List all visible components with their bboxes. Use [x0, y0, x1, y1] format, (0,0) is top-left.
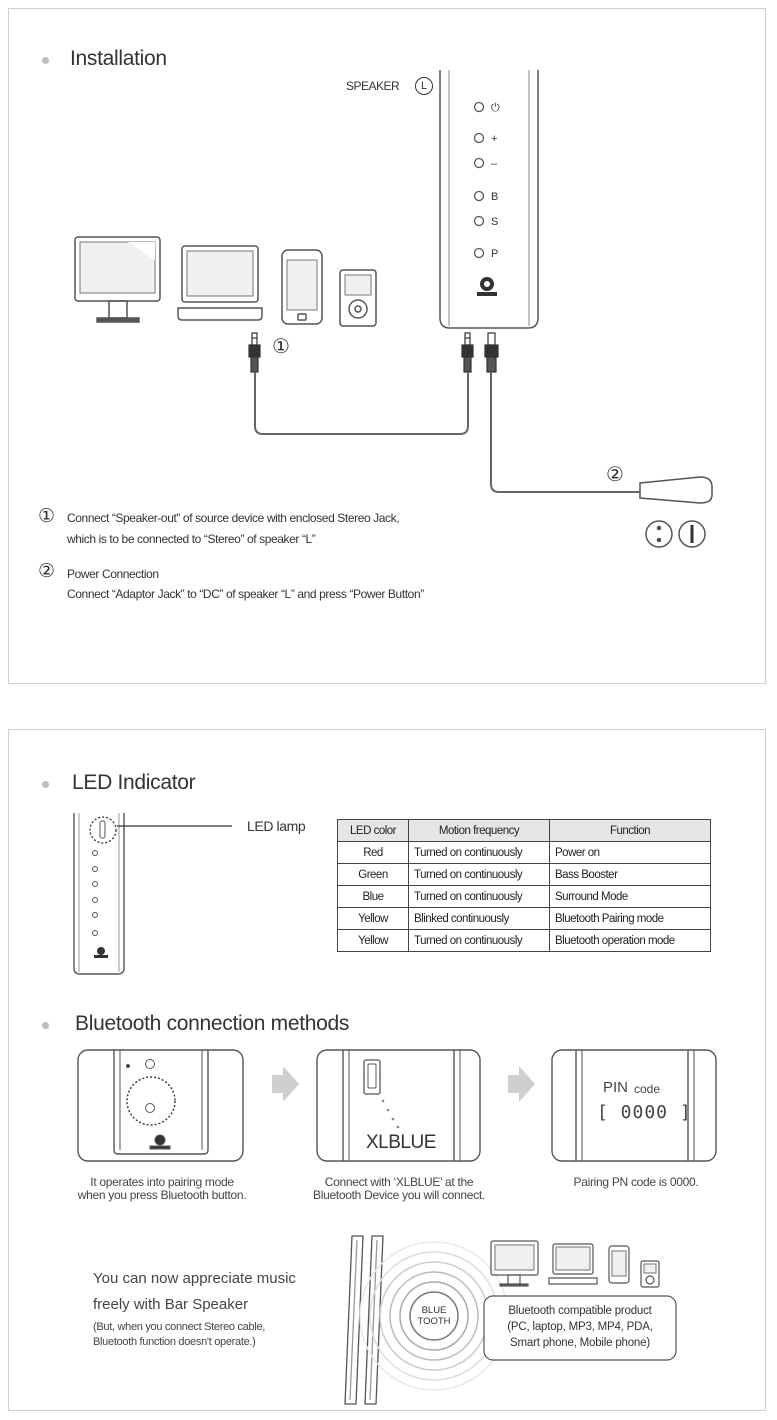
- note-line2: Bluetooth function doesn't operate.): [93, 1336, 256, 1348]
- power-cable: [490, 372, 640, 493]
- speaker-side-badge: L: [415, 77, 433, 95]
- jack-marker-1: ①: [272, 336, 290, 358]
- speaker-button-label: S: [491, 216, 498, 228]
- step2-line1: Power Connection: [67, 567, 159, 581]
- mp3-player-icon: [339, 269, 377, 327]
- enjoy-line2: freely with Bar Speaker: [93, 1296, 249, 1313]
- caption2-line2: Bluetooth Device you will connect.: [313, 1188, 485, 1202]
- speaker-button-label: +: [491, 133, 497, 145]
- cell-function: Bluetooth operation mode: [549, 929, 711, 952]
- table-row: Blue Turned on continuously Surround Mod…: [337, 885, 711, 908]
- speaker-label: SPEAKER: [346, 79, 400, 93]
- pin-code-value: [ 0000 ]: [597, 1102, 692, 1123]
- monitor-icon: [74, 236, 161, 323]
- logo-line1: BLUE: [421, 1305, 447, 1316]
- compat-box: [483, 1295, 677, 1361]
- led-table: LED color Motion frequency Function Red …: [337, 819, 711, 952]
- cell-motion: Turned on continuously: [408, 929, 550, 952]
- speaker-button-label: –: [491, 158, 498, 170]
- installation-panel: [8, 8, 766, 684]
- laptop-icon: [177, 245, 263, 321]
- speaker-button-label: P: [491, 248, 498, 260]
- cell-color: Yellow: [337, 907, 409, 930]
- table-row: Red Turned on continuously Power on: [337, 841, 711, 864]
- bar-speaker-illustration: [344, 1235, 384, 1405]
- step1-number: ①: [38, 506, 56, 527]
- cell-motion: Turned on continuously: [408, 841, 550, 864]
- speaker-body: [439, 70, 539, 329]
- small-monitor-icon: [490, 1240, 539, 1287]
- enjoy-line1: You can now appreciate music: [93, 1270, 296, 1287]
- section-bullet: [42, 57, 49, 64]
- compat-line1: Bluetooth compatible product: [508, 1305, 652, 1317]
- small-phone-icon: [608, 1245, 630, 1284]
- step2-line2: Connect “Adaptor Jack” to “DC” of speake…: [67, 587, 424, 601]
- step2-image: [316, 1049, 481, 1162]
- device-name-text: XLBLUE: [366, 1132, 436, 1153]
- installation-diagram: ⏻ + – B S P: [74, 70, 713, 548]
- pin-code-word: code: [634, 1082, 661, 1096]
- led-speaker-illustration: [73, 813, 125, 975]
- caption3: Pairing PN code is 0000.: [573, 1175, 699, 1189]
- table-header-row: LED color Motion frequency Function: [337, 819, 711, 842]
- cell-function: Bluetooth Pairing mode: [549, 907, 711, 930]
- installation-title: Installation: [70, 47, 167, 70]
- cell-function: Surround Mode: [549, 885, 711, 908]
- section-bullet: [42, 1022, 49, 1029]
- led-title: LED Indicator: [72, 771, 196, 794]
- step3-image: [551, 1049, 717, 1162]
- caption1-line2: when you press Bluetooth button.: [77, 1188, 247, 1202]
- table-row: Yellow Blinked continuously Bluetooth Pa…: [337, 907, 711, 930]
- compat-line2: (PC, laptop, MP3, MP4, PDA,: [507, 1321, 653, 1333]
- speaker-button-label: B: [491, 191, 498, 203]
- section-bullet: [42, 781, 49, 788]
- cell-motion: Blinked continuously: [408, 907, 550, 930]
- cell-function: Bass Booster: [549, 863, 711, 886]
- caption1-line1: It operates into pairing mode: [90, 1175, 234, 1189]
- arrow-icon-2: [508, 1066, 535, 1102]
- smartphone-icon: [281, 249, 323, 325]
- step1-line1: Connect “Speaker-out” of source device w…: [67, 511, 400, 525]
- cell-motion: Turned on continuously: [408, 885, 550, 908]
- arrow-icon-1: [272, 1066, 299, 1102]
- pin-label: PIN: [603, 1079, 629, 1096]
- header-function: Function: [549, 819, 711, 842]
- speaker-buttons: [473, 101, 485, 259]
- header-motion-frequency: Motion frequency: [408, 819, 550, 842]
- note-line1: (But, when you connect Stereo cable,: [93, 1321, 266, 1333]
- speaker-button-label: ⏻: [491, 102, 500, 114]
- header-led-color: LED color: [337, 819, 409, 842]
- step2-number: ②: [38, 561, 56, 582]
- caption2-line1: Connect with ‘XLBLUE’ at the: [324, 1175, 474, 1189]
- cell-motion: Turned on continuously: [408, 863, 550, 886]
- cell-function: Power on: [549, 841, 711, 864]
- table-row: Green Turned on continuously Bass Booste…: [337, 863, 711, 886]
- step1-image: [77, 1049, 244, 1162]
- brand-logo-icon: [477, 277, 497, 296]
- bluetooth-title: Bluetooth connection methods: [75, 1012, 350, 1035]
- power-adaptor-icon: [639, 476, 713, 548]
- stereo-cable: [254, 372, 469, 435]
- small-laptop-icon: [548, 1243, 598, 1285]
- cell-color: Blue: [337, 885, 409, 908]
- cell-color: Red: [337, 841, 409, 864]
- logo-line2: TOOTH: [417, 1316, 451, 1327]
- dc-jack-icon: [484, 332, 499, 373]
- small-mp3-icon: [640, 1260, 660, 1288]
- cell-color: Green: [337, 863, 409, 886]
- jack-marker-2: ②: [606, 464, 624, 486]
- cell-color: Yellow: [337, 929, 409, 952]
- compat-line3: Smart phone, Mobile phone): [510, 1337, 650, 1349]
- bluetooth-logo-icon: BLUE TOOTH: [410, 1305, 458, 1327]
- step1-line2: which is to be connected to “Stereo” of …: [67, 532, 316, 546]
- table-row: Yellow Turned on continuously Bluetooth …: [337, 929, 711, 952]
- stereo-jack-icon-source: [248, 332, 261, 373]
- led-lamp-label: LED lamp: [247, 818, 306, 834]
- compat-text: Bluetooth compatible product (PC, laptop…: [484, 1303, 676, 1351]
